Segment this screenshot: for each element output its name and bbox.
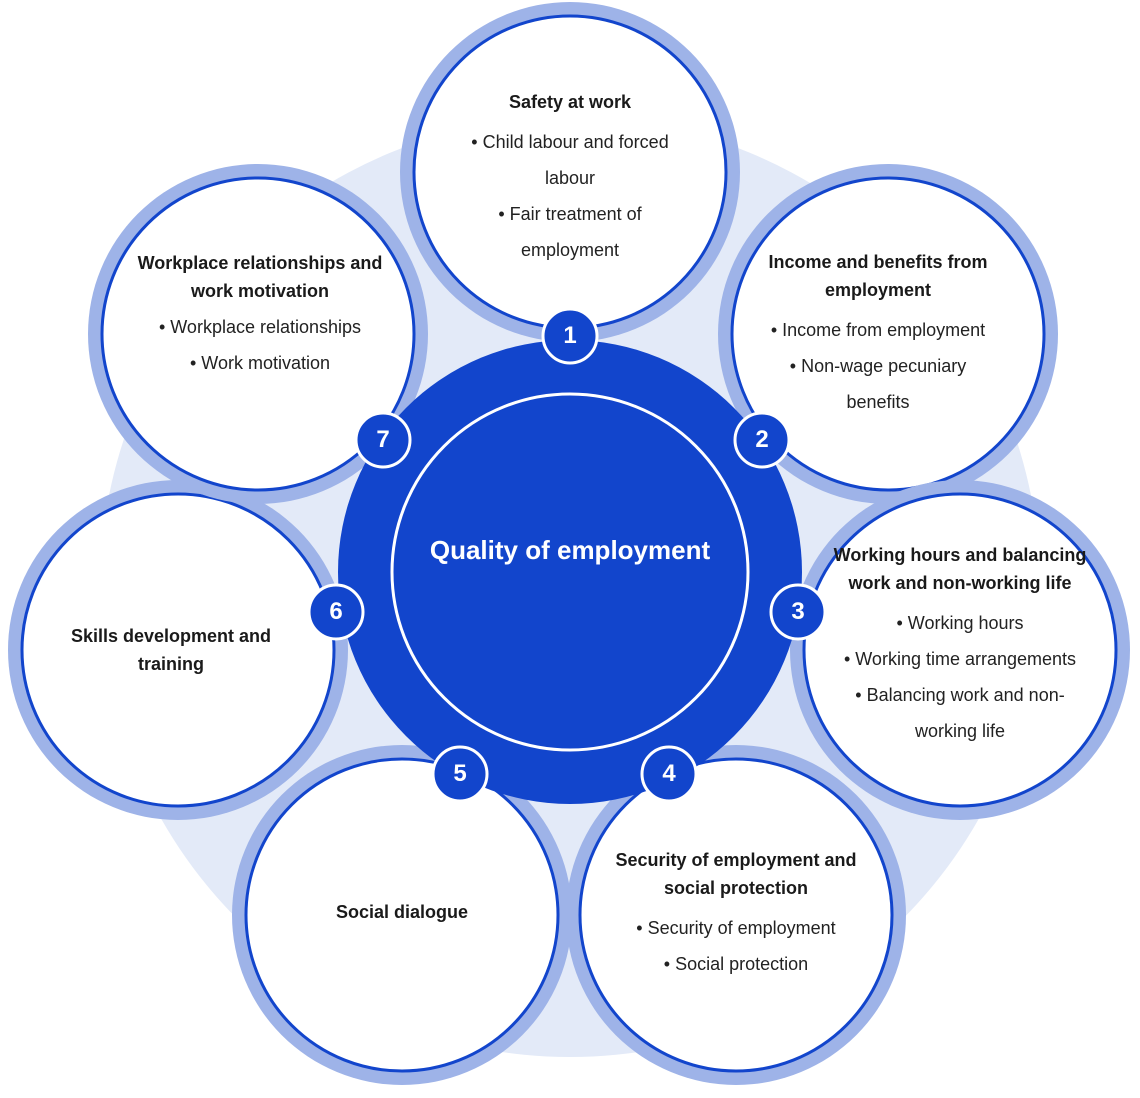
item-7-bullet-2: • Work motivation bbox=[189, 353, 330, 373]
badge-number-2: 2 bbox=[755, 426, 769, 453]
satellite-item-6 bbox=[8, 480, 348, 820]
satellite-circle-3 bbox=[802, 492, 1118, 808]
badge-number-3: 3 bbox=[791, 598, 805, 625]
item-1-title: Safety at work bbox=[508, 92, 632, 112]
item-3-bullet-4: working life bbox=[914, 721, 1006, 741]
item-3-bullet-2: • Working time arrangements bbox=[843, 649, 1077, 669]
item-2-bullet-1: • Income from employment bbox=[770, 320, 986, 340]
badge-number-6: 6 bbox=[329, 598, 343, 625]
number-badges bbox=[307, 307, 827, 803]
item-1-bullet-4: employment bbox=[520, 240, 620, 260]
badge-7 bbox=[354, 411, 412, 469]
item-4-text: Security of employment and social protec… bbox=[606, 846, 866, 982]
item-7-bullet-1: • Workplace relationships bbox=[158, 317, 362, 337]
badge-2 bbox=[733, 411, 791, 469]
item-3-title: Working hours and balancing work and non… bbox=[833, 545, 1087, 593]
item-4-bullet-1: • Security of employment bbox=[636, 918, 836, 938]
item-6-text: Skills development and training bbox=[38, 622, 304, 678]
item-3-bullet-1: • Working hours bbox=[896, 613, 1024, 633]
badge-4 bbox=[640, 745, 698, 803]
badge-6 bbox=[307, 583, 365, 641]
item-5-title: Social dialogue bbox=[335, 902, 469, 922]
badge-5 bbox=[431, 745, 489, 803]
badge-number-4: 4 bbox=[662, 760, 676, 787]
satellite-item-7 bbox=[88, 164, 428, 504]
satellite-item-1 bbox=[400, 2, 740, 342]
item-3-bullet-3: • Balancing work and non- bbox=[855, 685, 1065, 705]
badge-number-1: 1 bbox=[563, 322, 577, 349]
item-1-bullet-2: labour bbox=[544, 168, 596, 188]
badge-number-7: 7 bbox=[376, 426, 390, 453]
center-inner-circle bbox=[390, 392, 750, 752]
satellite-circle-6 bbox=[20, 492, 336, 808]
item-6-title: Skills development and training bbox=[70, 626, 272, 674]
item-7-title: Workplace relationships and work motivat… bbox=[137, 253, 383, 301]
item-2-bullet-2: • Non-wage pecuniary bbox=[789, 356, 967, 376]
item-4-title: Security of employment and social protec… bbox=[615, 850, 857, 898]
center-title: Quality of employment bbox=[429, 535, 711, 565]
item-1-bullet-3: • Fair treatment of bbox=[498, 204, 642, 224]
item-4-bullet-2: • Social protection bbox=[663, 954, 809, 974]
satellite-circle-2 bbox=[730, 176, 1046, 492]
satellite-item-5 bbox=[232, 745, 572, 1085]
center-hub bbox=[338, 340, 802, 804]
center-outer-circle bbox=[338, 340, 802, 804]
badge-number-5: 5 bbox=[453, 760, 467, 787]
satellite-item-4 bbox=[566, 745, 906, 1085]
satellite-circle-5 bbox=[244, 757, 560, 1073]
item-2-bullet-3: benefits bbox=[846, 392, 910, 412]
item-1-bullet-1: • Child labour and forced bbox=[471, 132, 669, 152]
satellite-item-2 bbox=[718, 164, 1058, 504]
badge-3 bbox=[769, 583, 827, 641]
satellite-item-3 bbox=[790, 480, 1130, 820]
item-2-title: Income and benefits from employment bbox=[768, 252, 988, 300]
item-1-text: Safety at work • Child labour and forced… bbox=[440, 88, 700, 268]
satellite-circle-7 bbox=[100, 176, 416, 492]
item-2-text: Income and benefits from employment • In… bbox=[748, 248, 1008, 420]
badge-1 bbox=[541, 307, 599, 365]
item-7-text: Workplace relationships and work motivat… bbox=[128, 249, 392, 381]
satellite-circle-4 bbox=[578, 757, 894, 1073]
item-5-text: Social dialogue bbox=[282, 898, 522, 926]
item-3-text: Working hours and balancing work and non… bbox=[820, 541, 1100, 749]
